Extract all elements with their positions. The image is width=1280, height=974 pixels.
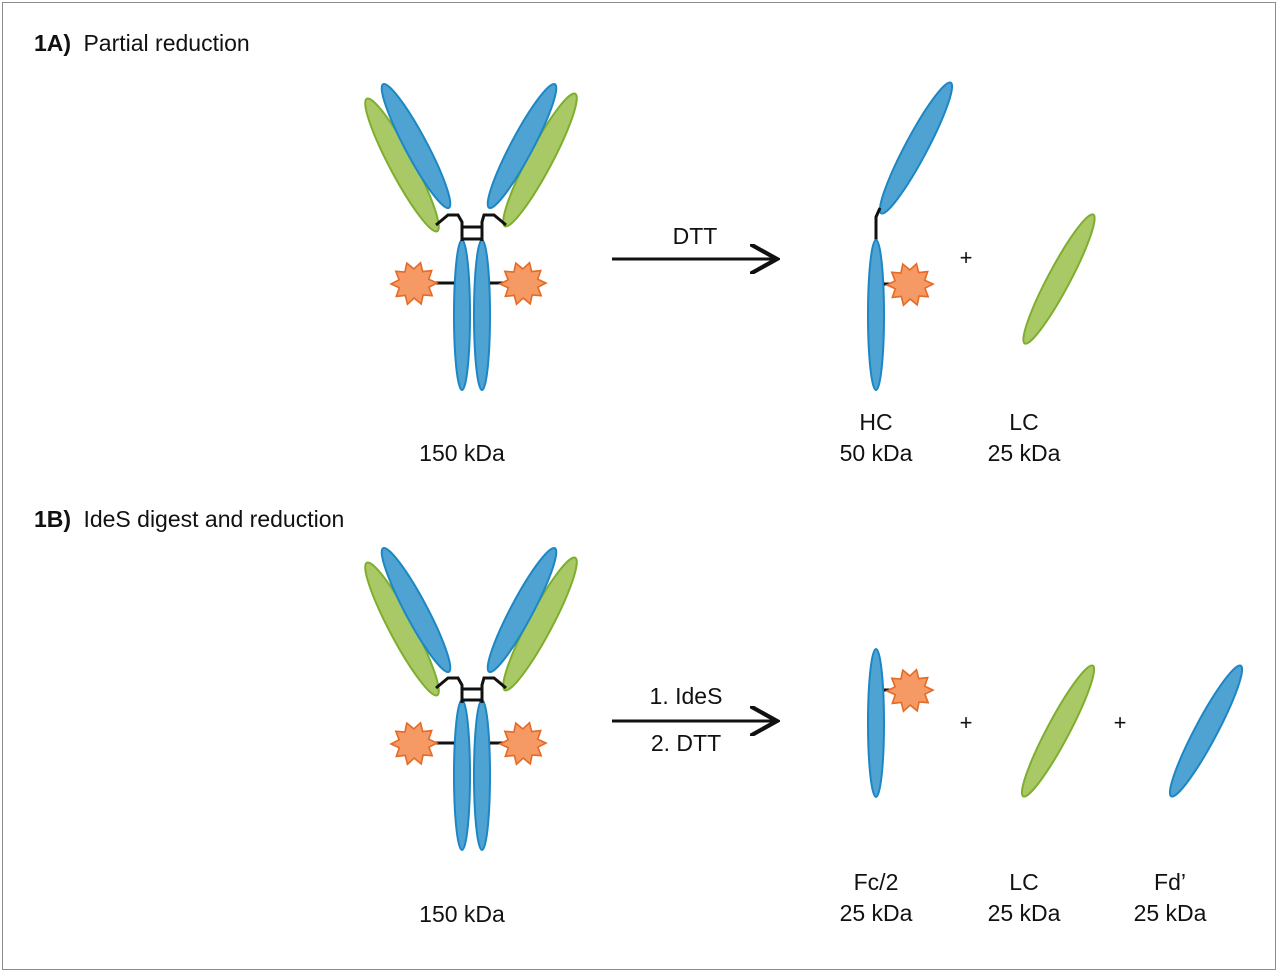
antibody-a — [364, 82, 578, 391]
panel-b-id: 1B) — [34, 506, 71, 532]
disulfide-bonds — [425, 213, 512, 285]
panel-b: 1B) IdeS digest and reduction 150 kDa — [34, 506, 1244, 927]
payload-icon — [885, 262, 935, 307]
payload-left-icon — [389, 721, 439, 766]
panel-b-title: IdeS digest and reduction — [83, 506, 344, 532]
product-mass-fc2: 25 kDa — [840, 900, 913, 926]
heavy-chain-fab-left — [380, 546, 452, 674]
light-chain-product — [1022, 213, 1096, 345]
product-name-lc: LC — [1009, 869, 1038, 895]
product-mass-lc: 25 kDa — [988, 900, 1061, 926]
fc-half-product — [867, 648, 935, 798]
heavy-chain-fc-right — [473, 239, 491, 391]
product-mass-lc: 25 kDa — [988, 440, 1061, 466]
heavy-chain-product — [867, 81, 954, 391]
fd-prime-product — [1168, 664, 1244, 798]
payload-right-icon — [498, 261, 548, 306]
plus-sign-b1: + — [960, 710, 973, 735]
payload-right-icon — [498, 721, 548, 766]
plus-sign-a: + — [960, 245, 973, 270]
heavy-chain-fc-left — [453, 699, 471, 851]
payload-icon — [885, 668, 935, 713]
reagent-b-step1: 1. IdeS — [650, 683, 723, 709]
reagent-b-step2: 2. DTT — [651, 730, 721, 756]
product-name-fc2: Fc/2 — [854, 869, 899, 895]
plus-sign-b2: + — [1114, 710, 1127, 735]
payload-left-icon — [389, 261, 439, 306]
fc-chain — [867, 648, 885, 798]
heavy-chain-fab-left — [380, 82, 452, 210]
panel-a-heading: 1A) Partial reduction — [34, 30, 250, 56]
antibody-a-mass: 150 kDa — [419, 440, 505, 466]
product-mass-hc: 50 kDa — [840, 440, 913, 466]
heavy-chain-fc — [867, 239, 885, 391]
product-mass-fd: 25 kDa — [1134, 900, 1207, 926]
heavy-chain-fab-right — [486, 82, 558, 210]
product-name-lc: LC — [1009, 409, 1038, 435]
product-name-hc: HC — [859, 409, 892, 435]
product-name-fd: Fd’ — [1154, 869, 1186, 895]
heavy-chain-fc-right — [473, 699, 491, 851]
antibody-b — [364, 546, 578, 851]
panel-a-title: Partial reduction — [83, 30, 249, 56]
heavy-chain-fab — [878, 81, 954, 215]
heavy-chain-fc-left — [453, 239, 471, 391]
panel-a-id: 1A) — [34, 30, 71, 56]
reagent-a-label: DTT — [673, 223, 718, 249]
light-chain-product — [1020, 664, 1096, 798]
panel-b-heading: 1B) IdeS digest and reduction — [34, 506, 344, 532]
hinge-bond — [874, 207, 882, 241]
heavy-chain-fab-right — [486, 546, 558, 674]
panel-a: 1A) Partial reduction 150 kDa DTT — [34, 30, 1096, 466]
antibody-b-mass: 150 kDa — [419, 901, 505, 927]
